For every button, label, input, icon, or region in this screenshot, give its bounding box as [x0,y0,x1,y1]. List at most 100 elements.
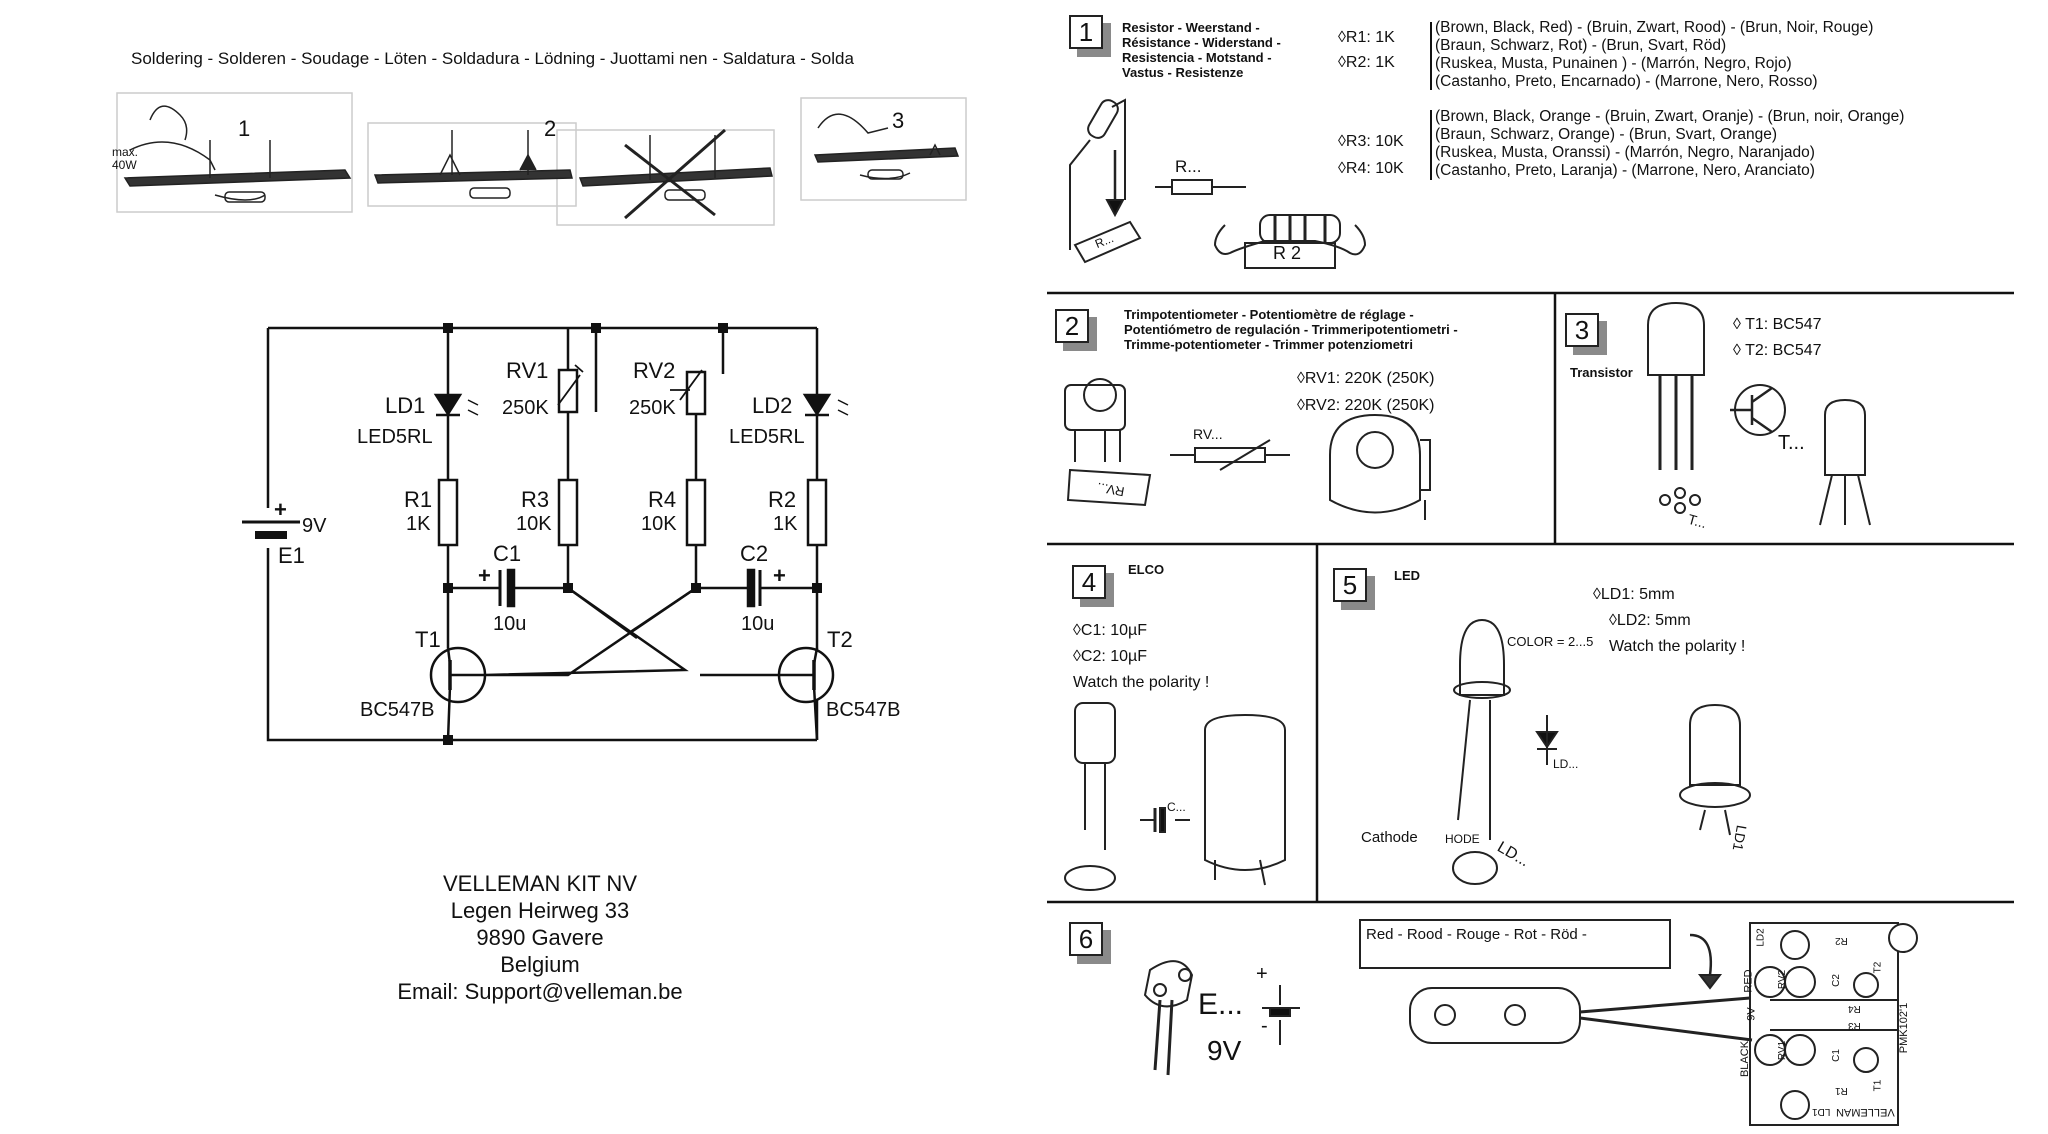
pcb-r2: R2 [1835,935,1848,946]
address-company: VELLEMAN KIT NV [443,871,637,896]
color-line: (Braun, Schwarz, Rot) - (Brun, Svart, Rö… [1435,37,1727,54]
battery-clip-plus: + [1256,963,1268,985]
pcb-t2: T2 [1872,961,1884,974]
company-address: VELLEMAN KIT NV Legen Heirweg 33 9890 Ga… [320,870,760,1005]
color-line: (Castanho, Preto, Encarnado) - (Marrone,… [1435,73,1818,90]
address-email[interactable]: Email: Support@velleman.be [397,979,683,1004]
solder-step-3: 3 [892,108,905,133]
r1-label: R1 [404,487,433,512]
elco-polarity-note: Watch the polarity ! [1073,674,1210,691]
color-line: (Brown, Black, Red) - (Bruin, Zwart, Roo… [1435,19,1874,36]
section-5-number: 5 [1333,568,1367,602]
section-3-heading: Transistor [1570,365,1633,380]
s1-heading-line: Vastus - Resistenze [1122,65,1244,80]
part-rv2: ◊RV2: 220K (250K) [1297,397,1435,414]
color-line: (Castanho, Preto, Laranja) - (Marrone, N… [1435,162,1815,179]
rv2-label: RV2 [633,358,676,383]
pcb-rv2: RV2 [1777,969,1789,990]
section-1-heading: Resistor - Weerstand - Résistance - Wide… [1122,20,1281,80]
section-3-number: 3 [1565,313,1599,347]
led-color-label: COLOR = 2...5 [1507,634,1594,649]
color-line: (Braun, Schwarz, Orange) - (Brun, Svart,… [1435,126,1777,143]
s2-heading-line: Potentiómetro de regulación - Trimmeripo… [1124,322,1458,337]
part-ld1: ◊LD1: 5mm [1593,586,1675,603]
c1-value: 10u [493,613,527,635]
trimmer-parts: ◊RV1: 220K (250K) ◊RV2: 220K (250K) [1297,365,1434,419]
section-2-heading: Trimpotentiometer - Potentiomètre de rég… [1124,307,1458,352]
address-country: Belgium [500,952,580,977]
pcb-red-label: RED [1742,969,1755,993]
ld2-type: LED5RL [729,426,805,448]
soldering-title: Soldering - Solderen - Soudage - Löten -… [131,49,854,68]
s1-heading-line: Resistor - Weerstand - [1122,20,1260,35]
led-polarity-note: Watch the polarity ! [1609,638,1746,655]
part-t2: ◊ T2: BC547 [1733,342,1822,359]
r2-value: 1K [773,513,798,535]
resistor-part-label: R 2 [1273,243,1302,263]
pcb-ld2: LD2 [1755,928,1767,947]
battery-clip-label: E... [1198,988,1244,1021]
led-parts: ◊LD1: 5mm ◊LD2: 5mm Watch the polarity ! [1593,582,1745,660]
t1-label: T1 [415,627,441,652]
iron-watt-label: 40W [112,158,137,172]
section-5-heading: LED [1394,568,1420,583]
c1-plus: + [478,563,491,588]
solder-step-1: 1 [238,116,251,141]
part-rv1: ◊RV1: 220K (250K) [1297,370,1435,387]
battery-clip-voltage: 9V [1207,1035,1242,1066]
ld1-type: LED5RL [357,426,433,448]
resistor-symbol-label: R... [1175,157,1202,176]
battery-clip-minus: - [1261,1015,1268,1037]
pcb-c1: C1 [1830,1049,1842,1062]
led-cathode-label: Cathode [1361,829,1418,846]
part-r2: ◊R2: 1K [1338,54,1395,71]
t1-type: BC547B [360,699,435,721]
pcb-r3: R3 [1848,1020,1861,1031]
address-street: Legen Heirweg 33 [450,898,630,923]
c2-label: C2 [740,541,769,566]
r2-label: R2 [768,487,797,512]
elco-symbol-label: C... [1167,800,1186,814]
section-4-heading: ELCO [1128,562,1165,577]
section-4-number: 4 [1072,565,1106,599]
c2-plus: + [773,563,786,588]
section-2-number: 2 [1055,309,1089,343]
color-line: (Ruskea, Musta, Punainen ) - (Marrón, Ne… [1435,55,1792,72]
iron-max-label: max. [112,145,139,159]
resistor-parts-b: ◊R3: 10K ◊R4: 10K [1338,128,1404,182]
rv1-value: 250K [502,397,549,419]
t2-type: BC547B [826,699,901,721]
transistor-parts: ◊ T1: BC547 ◊ T2: BC547 [1733,312,1822,364]
battery-plus: + [274,497,287,522]
r3-value: 10K [516,513,552,535]
pcb-t1: T1 [1872,1079,1884,1092]
pcb-ld1: LD1 [1812,1106,1831,1117]
ld1-label: LD1 [385,393,426,418]
address-city: 9890 Gavere [476,925,604,950]
rv2-value: 250K [629,397,676,419]
t2-label: T2 [827,627,853,652]
pcb-c2: C2 [1830,974,1842,987]
r3-label: R3 [521,487,550,512]
pcb-velleman-label: VELLEMAN [1836,1106,1895,1118]
pcb-black-label: BLACK [1739,1040,1752,1078]
rv1-label: RV1 [506,358,549,383]
section-6-number: 6 [1069,922,1103,956]
part-t1: ◊ T1: BC547 [1733,316,1822,333]
transistor-symbol-label: T... [1778,432,1805,454]
c2-value: 10u [741,613,775,635]
elco-parts: ◊C1: 10µF ◊C2: 10µF Watch the polarity ! [1073,618,1209,696]
trimmer-symbol-label: RV... [1193,426,1223,442]
s1-heading-line: Résistance - Widerstand - [1122,35,1281,50]
resistor-parts-a: ◊R1: 1K ◊R2: 1K [1338,25,1395,75]
battery-voltage: 9V [302,515,327,537]
